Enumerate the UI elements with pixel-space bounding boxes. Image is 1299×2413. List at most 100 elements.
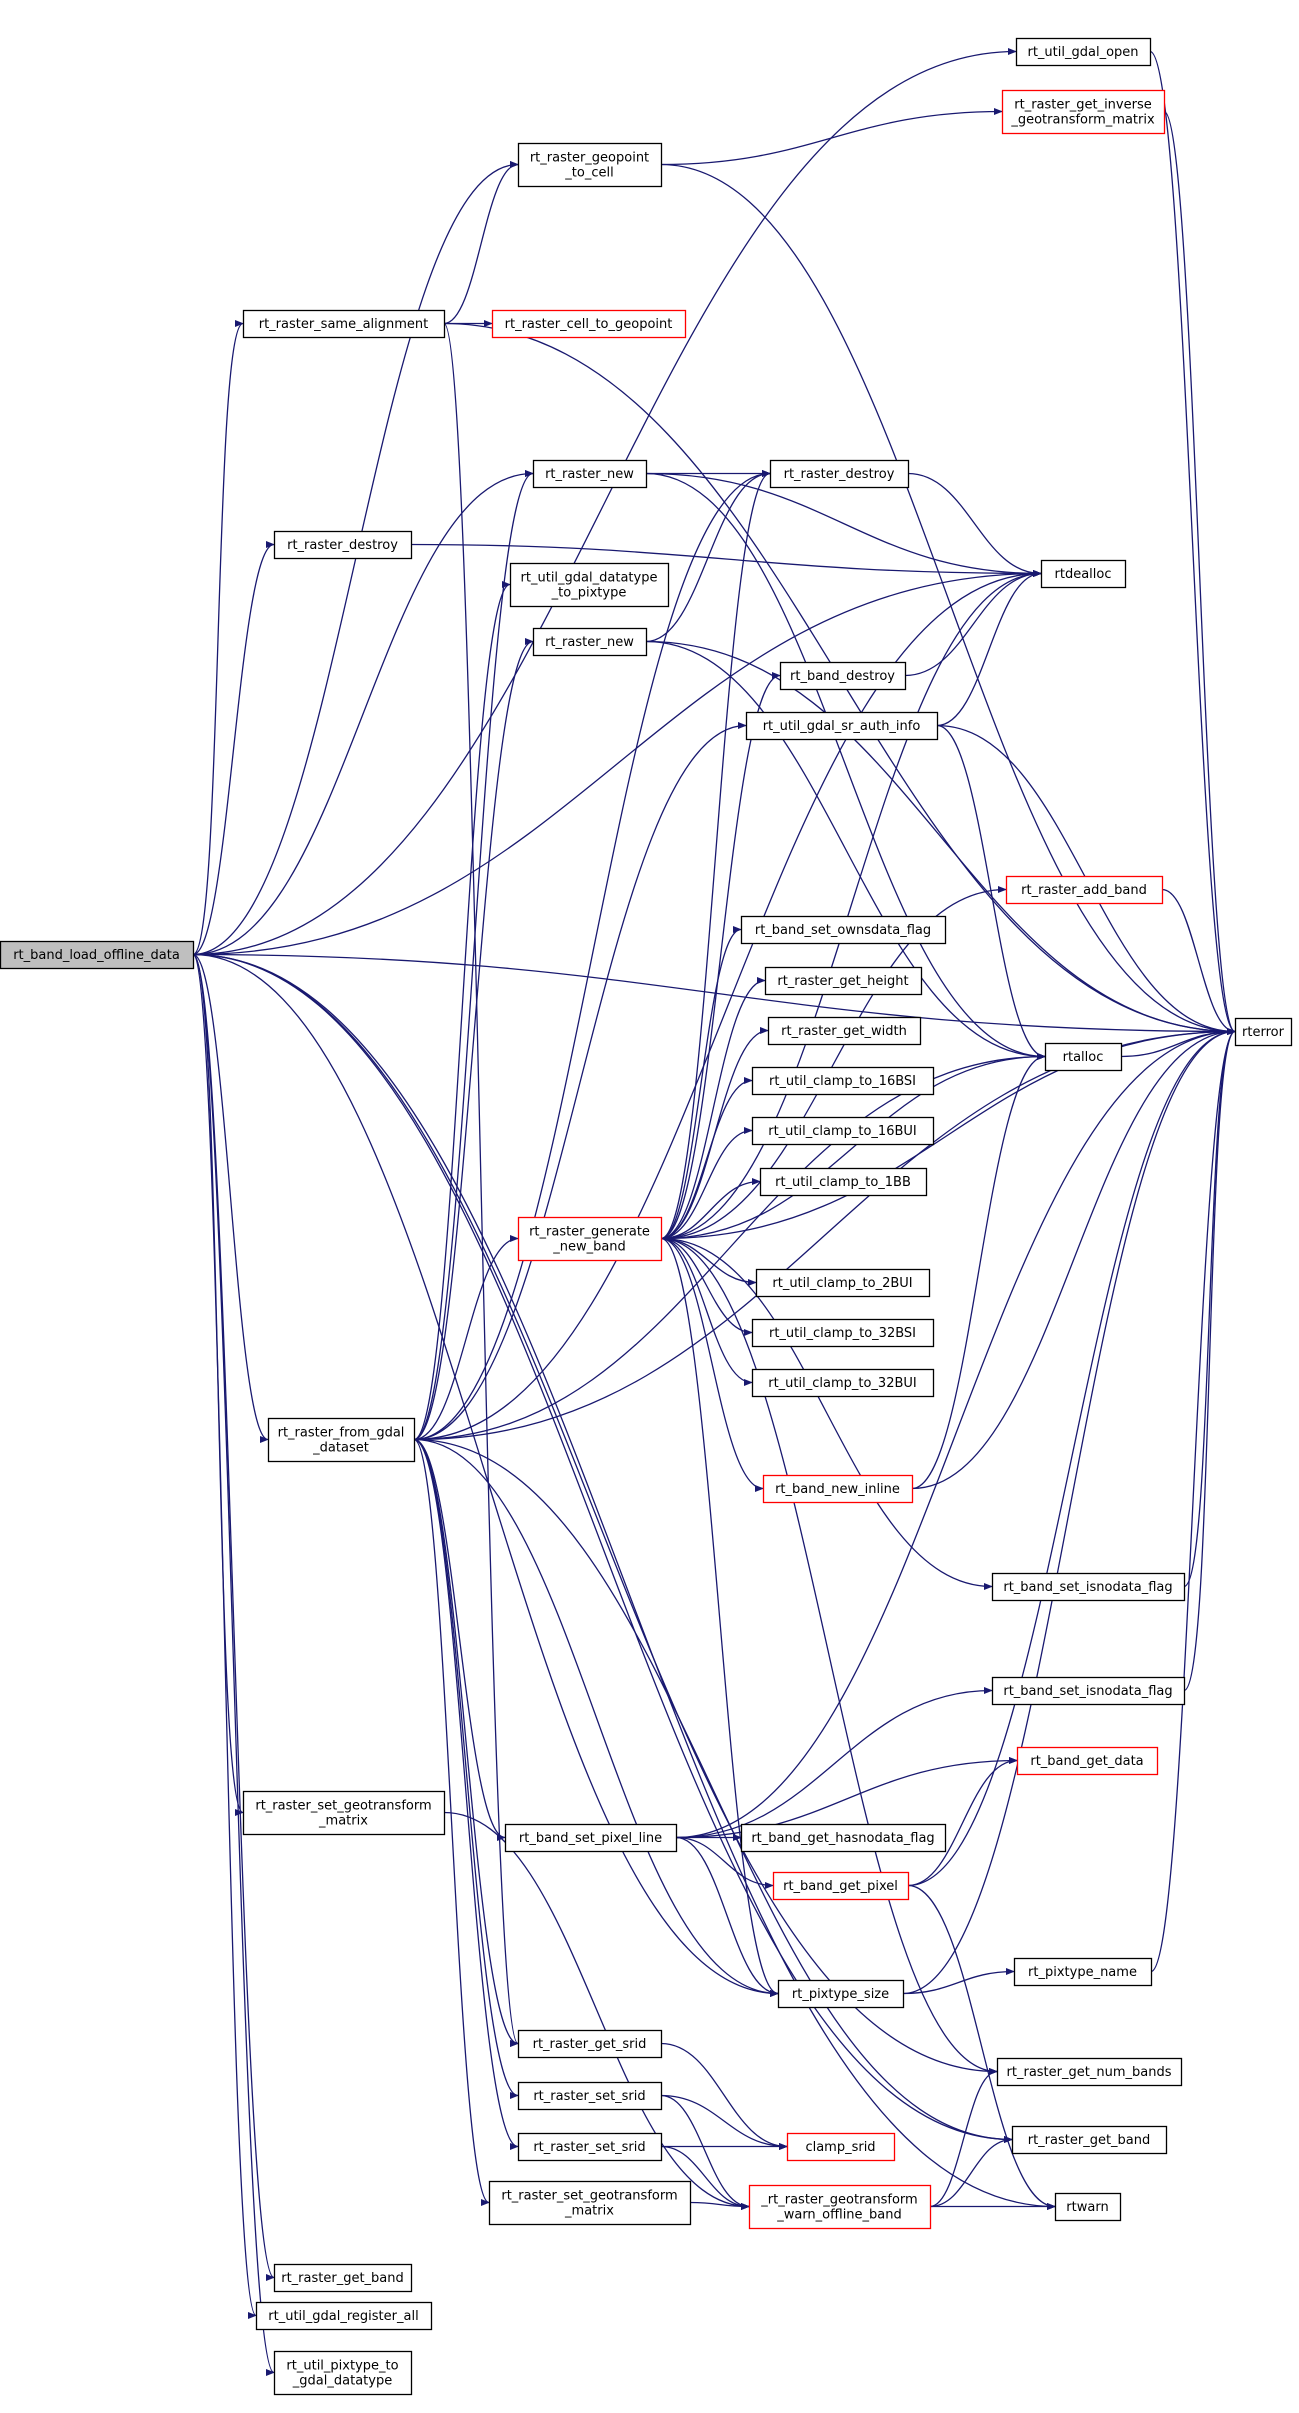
node-box[interactable] — [532, 627, 648, 657]
node-box[interactable] — [751, 1318, 935, 1348]
node-box[interactable] — [267, 1417, 416, 1463]
node-box[interactable] — [517, 2132, 663, 2162]
node-box[interactable] — [1015, 37, 1152, 67]
node-box[interactable] — [242, 309, 446, 339]
node-c2bui[interactable]: rt_util_clamp_to_2BUI — [755, 1268, 931, 1298]
node-from_gdal[interactable]: rt_raster_from_gdal_dataset — [267, 1417, 416, 1463]
node-get_pixel[interactable]: rt_band_get_pixel — [772, 1871, 910, 1901]
node-box[interactable] — [779, 661, 907, 691]
node-gen_band[interactable]: rt_raster_generate_new_band — [517, 1216, 663, 1262]
node-rtalloc[interactable]: rtalloc — [1044, 1042, 1123, 1072]
node-box[interactable] — [1234, 1017, 1293, 1047]
node-box[interactable] — [1040, 559, 1127, 589]
node-rnew2[interactable]: rt_raster_new — [532, 627, 648, 657]
node-box[interactable] — [759, 1167, 928, 1197]
node-box[interactable] — [748, 2184, 932, 2230]
node-box[interactable] — [517, 142, 663, 188]
node-box[interactable] — [273, 2350, 413, 2396]
node-box[interactable] — [786, 2132, 896, 2162]
node-get_width[interactable]: rt_raster_get_width — [767, 1016, 922, 1046]
node-box[interactable] — [517, 2029, 663, 2059]
node-cell_geo[interactable]: rt_raster_cell_to_geopoint — [491, 309, 687, 339]
node-pixtype_name[interactable]: rt_pixtype_name — [1013, 1957, 1153, 1987]
node-box[interactable] — [751, 1116, 935, 1146]
node-add_band[interactable]: rt_raster_add_band — [1005, 875, 1164, 905]
node-box[interactable] — [740, 1823, 947, 1853]
node-box[interactable] — [769, 459, 910, 489]
node-set_geo_m[interactable]: rt_raster_set_geotransform_matrix — [488, 2180, 692, 2226]
node-get_data[interactable]: rt_band_get_data — [1016, 1746, 1159, 1776]
node-set_srid2[interactable]: rt_raster_set_srid — [517, 2132, 663, 2162]
node-box[interactable] — [1054, 2192, 1122, 2222]
node-band_new_inline[interactable]: rt_band_new_inline — [762, 1474, 914, 1504]
node-register_all[interactable]: rt_util_gdal_register_all — [255, 2301, 433, 2331]
node-gdal_open[interactable]: rt_util_gdal_open — [1015, 37, 1152, 67]
node-pixtype_size[interactable]: rt_pixtype_size — [777, 1979, 905, 2009]
node-box[interactable] — [1011, 2125, 1168, 2155]
node-box[interactable] — [1001, 89, 1166, 135]
node-same_align[interactable]: rt_raster_same_alignment — [242, 309, 446, 339]
node-set_geo_l[interactable]: rt_raster_set_geotransform_matrix — [242, 1790, 446, 1836]
node-box[interactable] — [751, 1066, 935, 1096]
node-sr_auth[interactable]: rt_util_gdal_sr_auth_info — [745, 711, 939, 741]
node-box[interactable] — [273, 530, 413, 560]
node-box[interactable] — [764, 966, 923, 996]
node-box[interactable] — [1044, 1042, 1123, 1072]
node-inv_geo[interactable]: rt_raster_get_inverse_geotransform_matri… — [1001, 89, 1166, 135]
node-load[interactable]: rt_band_load_offline_data — [0, 940, 195, 970]
node-box[interactable] — [517, 1216, 663, 1262]
node-box[interactable] — [509, 562, 670, 608]
node-clamp_srid[interactable]: clamp_srid — [786, 2132, 896, 2162]
node-box[interactable] — [762, 1474, 914, 1504]
node-ownsdata[interactable]: rt_band_set_ownsdata_flag — [740, 915, 947, 945]
node-box[interactable] — [777, 1979, 905, 2009]
node-box[interactable] — [0, 940, 195, 970]
node-geopoint[interactable]: rt_raster_geopoint_to_cell — [517, 142, 663, 188]
node-pix_to_gdal[interactable]: rt_util_pixtype_to_gdal_datatype — [273, 2350, 413, 2396]
node-isnodata1[interactable]: rt_band_set_isnodata_flag — [991, 1572, 1186, 1602]
node-box[interactable] — [772, 1871, 910, 1901]
node-box[interactable] — [767, 1016, 922, 1046]
node-isnodata2[interactable]: rt_band_set_isnodata_flag — [991, 1676, 1186, 1706]
node-rnew1[interactable]: rt_raster_new — [532, 459, 648, 489]
node-rterror[interactable]: rterror — [1234, 1017, 1293, 1047]
node-dt_pix[interactable]: rt_util_gdal_datatype_to_pixtype — [509, 562, 670, 608]
node-box[interactable] — [242, 1790, 446, 1836]
node-box[interactable] — [255, 2301, 433, 2331]
node-get_srid[interactable]: rt_raster_get_srid — [517, 2029, 663, 2059]
node-set_srid1[interactable]: rt_raster_set_srid — [517, 2081, 663, 2111]
node-c16bui[interactable]: rt_util_clamp_to_16BUI — [751, 1116, 935, 1146]
node-box[interactable] — [751, 1368, 935, 1398]
node-box[interactable] — [1013, 1957, 1153, 1987]
node-box[interactable] — [504, 1823, 678, 1853]
node-box[interactable] — [491, 309, 687, 339]
node-c32bui[interactable]: rt_util_clamp_to_32BUI — [751, 1368, 935, 1398]
node-box[interactable] — [745, 711, 939, 741]
node-hasnodata[interactable]: rt_band_get_hasnodata_flag — [740, 1823, 947, 1853]
node-get_band_r[interactable]: rt_raster_get_band — [1011, 2125, 1168, 2155]
node-rtwarn[interactable]: rtwarn — [1054, 2192, 1122, 2222]
node-rtdealloc[interactable]: rtdealloc — [1040, 559, 1127, 589]
node-get_height[interactable]: rt_raster_get_height — [764, 966, 923, 996]
node-box[interactable] — [755, 1268, 931, 1298]
node-box[interactable] — [1005, 875, 1164, 905]
node-c32bsi[interactable]: rt_util_clamp_to_32BSI — [751, 1318, 935, 1348]
node-box[interactable] — [740, 915, 947, 945]
node-num_bands[interactable]: rt_raster_get_num_bands — [996, 2057, 1183, 2087]
node-box[interactable] — [991, 1572, 1186, 1602]
node-box[interactable] — [532, 459, 648, 489]
node-box[interactable] — [991, 1676, 1186, 1706]
node-warn_offline[interactable]: _rt_raster_geotransform_warn_offline_ban… — [748, 2184, 932, 2230]
node-c1bb[interactable]: rt_util_clamp_to_1BB — [759, 1167, 928, 1197]
node-rdestroy_l[interactable]: rt_raster_destroy — [273, 530, 413, 560]
node-box[interactable] — [517, 2081, 663, 2111]
node-c16bsi[interactable]: rt_util_clamp_to_16BSI — [751, 1066, 935, 1096]
node-box[interactable] — [1016, 1746, 1159, 1776]
node-box[interactable] — [273, 2263, 413, 2293]
node-box[interactable] — [488, 2180, 692, 2226]
node-get_band_l[interactable]: rt_raster_get_band — [273, 2263, 413, 2293]
node-pixel_line[interactable]: rt_band_set_pixel_line — [504, 1823, 678, 1853]
node-band_destroy[interactable]: rt_band_destroy — [779, 661, 907, 691]
node-rdestroy_r[interactable]: rt_raster_destroy — [769, 459, 910, 489]
node-box[interactable] — [996, 2057, 1183, 2087]
